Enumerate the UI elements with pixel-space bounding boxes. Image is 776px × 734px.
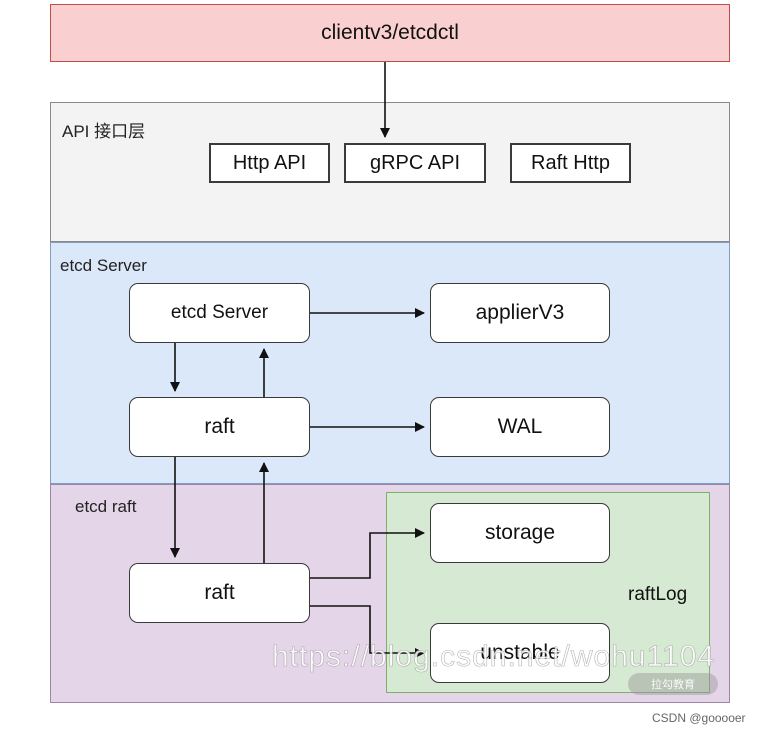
http-api-label: Http API xyxy=(232,151,307,174)
raft-http-label: Raft Http xyxy=(531,151,610,174)
applier-v3-label: applierV3 xyxy=(475,301,565,324)
wal-box: WAL xyxy=(430,397,610,457)
raftlog-label: raftLog xyxy=(628,584,688,605)
etcd-server-layer-label: etcd Server xyxy=(60,256,147,275)
csdn-credit: CSDN @gooooer xyxy=(652,711,746,725)
unstable-box: unstable xyxy=(430,623,610,683)
server-raft-box: raft xyxy=(129,397,310,457)
server-raft-label: raft xyxy=(204,415,235,438)
storage-label: storage xyxy=(484,521,556,544)
etcd-server-box-label: etcd Server xyxy=(170,302,269,323)
client-box: clientv3/etcdctl xyxy=(50,4,730,62)
raft-node-box: raft xyxy=(129,563,310,623)
wal-label: WAL xyxy=(497,415,543,438)
raft-http-box: Raft Http xyxy=(510,143,631,183)
etcd-server-box: etcd Server xyxy=(129,283,310,343)
applier-v3-box: applierV3 xyxy=(430,283,610,343)
grpc-api-box: gRPC API xyxy=(344,143,486,183)
client-label: clientv3/etcdctl xyxy=(321,21,459,44)
watermark-url: https://blog.csdn.net/wohu1104 xyxy=(272,640,716,674)
raft-node-label: raft xyxy=(204,581,235,604)
api-layer-label: API 接口层 xyxy=(62,122,146,141)
etcd-raft-layer-label: etcd raft xyxy=(75,497,137,516)
unstable-label: unstable xyxy=(480,641,560,664)
arrow-raft-to-storage xyxy=(310,528,425,579)
http-api-box: Http API xyxy=(209,143,330,183)
watermark-badge: 拉勾教育 xyxy=(628,673,718,695)
storage-box: storage xyxy=(430,503,610,563)
grpc-api-label: gRPC API xyxy=(369,151,461,174)
arrow-raft-to-unstable xyxy=(310,605,425,658)
